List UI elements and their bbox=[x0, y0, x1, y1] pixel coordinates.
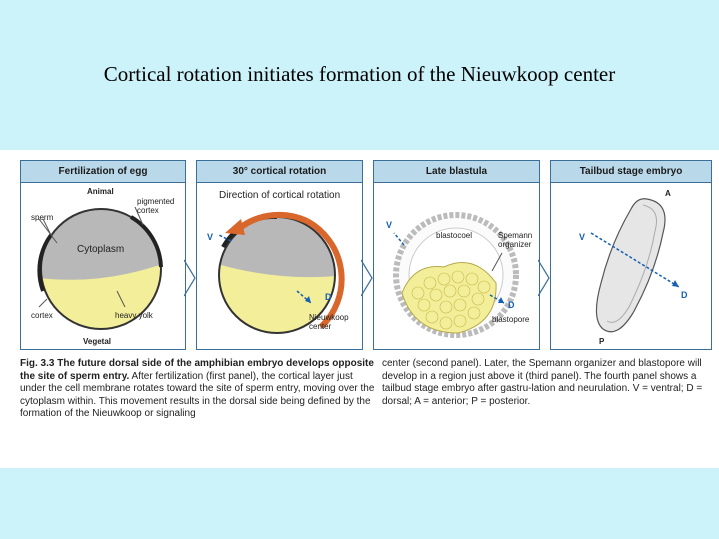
panel-tailbud: Tailbud stage embryo A V D P bbox=[550, 160, 712, 350]
caption-bold: The future dorsal side of the amphibian … bbox=[20, 358, 374, 382]
nieuwkoop-center-label: Nieuwkoop center bbox=[309, 313, 349, 331]
chevron-right-icon bbox=[361, 259, 373, 297]
blastopore-label: blastopore bbox=[492, 315, 530, 324]
panel-late-blastula: Late blastula V blastocoel Spemann organ… bbox=[373, 160, 540, 350]
chevron-right-icon bbox=[538, 259, 550, 297]
panel-header: Tailbud stage embryo bbox=[551, 161, 711, 183]
pigmented-cortex-label: pigmented cortex bbox=[137, 197, 175, 215]
panel-header: 30° cortical rotation bbox=[197, 161, 362, 183]
tailbud-diagram bbox=[590, 198, 680, 333]
caption-text: After fertilization (first panel), the c… bbox=[20, 370, 375, 420]
sperm-label: sperm bbox=[31, 213, 54, 222]
posterior-label: P bbox=[599, 337, 605, 346]
panel-header: Late blastula bbox=[374, 161, 539, 183]
figure-number: Fig. 3.3 bbox=[20, 358, 55, 369]
ventral-label: V bbox=[386, 220, 393, 230]
blastocoel-label: blastocoel bbox=[436, 231, 473, 240]
vegetal-label: Vegetal bbox=[83, 337, 112, 346]
panel-fertilization: Fertilization of egg Animal sperm pigmen… bbox=[20, 160, 186, 350]
ventral-label: V bbox=[579, 232, 586, 242]
slide-title: Cortical rotation initiates formation of… bbox=[103, 62, 616, 86]
figure: Fertilization of egg Animal sperm pigmen… bbox=[0, 150, 719, 468]
spemann-organizer-label: Spemann organizer bbox=[498, 231, 533, 249]
dorsal-label: D bbox=[681, 290, 688, 300]
cytoplasm-label: Cytoplasm bbox=[77, 244, 125, 255]
panel-cortical-rotation: 30° cortical rotation Direction of corti… bbox=[196, 160, 363, 350]
caption-right: center (second panel). Later, the Speman… bbox=[382, 358, 703, 407]
rotation-diagram bbox=[218, 211, 345, 334]
ventral-label: V bbox=[207, 232, 214, 242]
anterior-label: A bbox=[665, 189, 671, 198]
dorsal-label: D bbox=[508, 300, 515, 310]
direction-label: Direction of cortical rotation bbox=[219, 190, 341, 201]
caption-left: Fig. 3.3 The future dorsal side of the a… bbox=[20, 358, 375, 421]
egg-diagram bbox=[37, 206, 163, 330]
dorsal-label: D bbox=[325, 292, 332, 302]
animal-label: Animal bbox=[87, 187, 114, 196]
chevron-right-icon bbox=[184, 259, 196, 297]
cortex-label: cortex bbox=[31, 311, 53, 320]
panel-header: Fertilization of egg bbox=[21, 161, 185, 183]
blastula-diagram bbox=[393, 212, 519, 338]
heavy-yolk-label: heavy yolk bbox=[115, 311, 153, 320]
